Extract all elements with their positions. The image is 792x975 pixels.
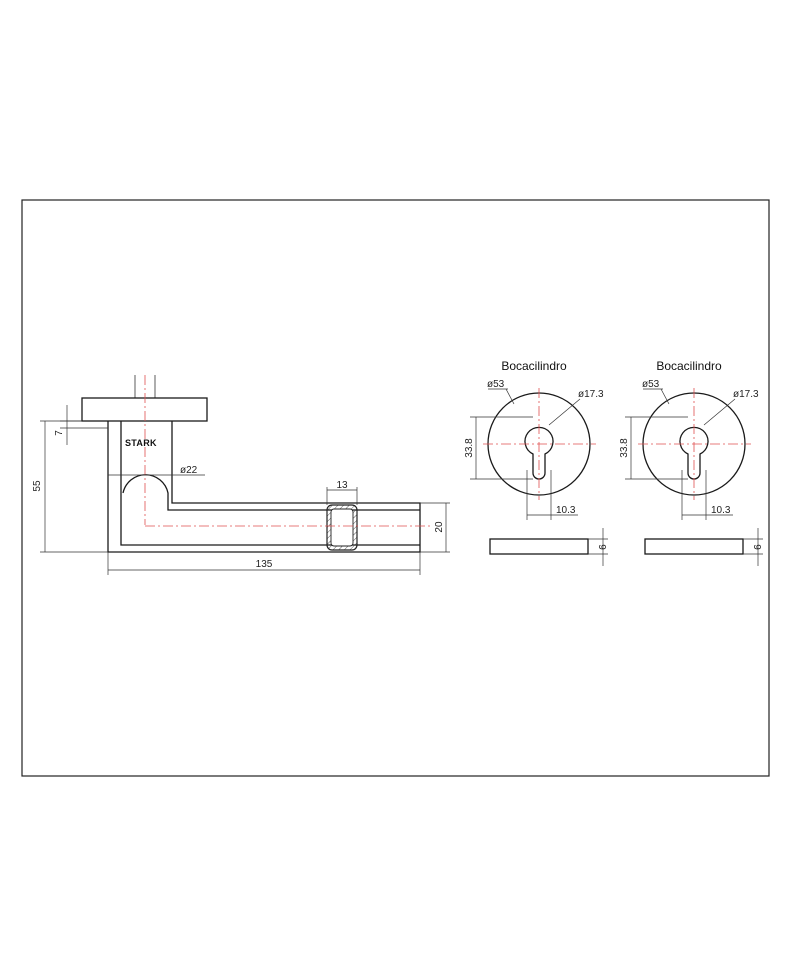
dim-diameter-2: ø53 [642,379,660,390]
handle-inner-profile [120,421,420,546]
drawing-frame [21,199,770,777]
dim-rose-thickness: 7 [54,430,65,436]
dim-height-1: 33.8 [464,438,475,458]
dim-length: 135 [256,559,273,570]
dim-thickness-2: 9 [751,544,762,550]
dim-diameter: ø22 [180,465,198,476]
dim-offset-1: 10.3 [556,505,576,516]
escutcheon-view-2: Bocacilindro ø53 ø17.3 33.8 10.3 9 [619,359,763,566]
dim-diameter-1: ø53 [487,379,505,390]
cylinder-hole-2 [679,426,709,480]
dim-height-2: 33.8 [619,438,630,458]
escutcheon-title-2: Bocacilindro [656,359,722,373]
brand-label: STARK [125,438,157,448]
handle-side-view: STARK 7 55 ø22 13 20 135 [32,375,450,575]
dim-thickness-1: 9 [596,544,607,550]
dim-offset-2: 10.3 [711,505,731,516]
escutcheon-side-2 [644,538,744,555]
escutcheon-view-1: Bocacilindro ø53 ø17.3 33.8 10.3 9 [464,359,608,566]
handle-rose [81,397,208,422]
dim-hole-2: ø17.3 [733,389,759,400]
dim-section-height: 20 [434,521,445,533]
cylinder-hole-1 [524,426,554,480]
escutcheon-side-1 [489,538,589,555]
dim-hole-1: ø17.3 [578,389,604,400]
dim-height: 55 [32,480,43,492]
dim-section-width: 13 [336,480,348,491]
escutcheon-title-1: Bocacilindro [501,359,567,373]
handle-outer-profile [107,421,421,553]
